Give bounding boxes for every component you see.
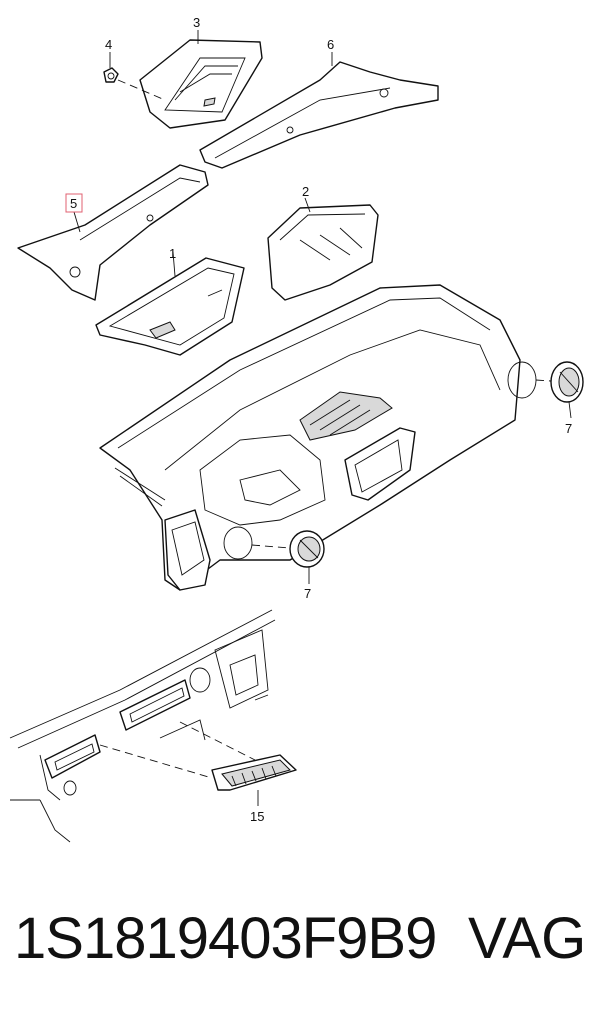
part-5-trim-strip [17,164,209,301]
callout-5-highlight [65,193,83,213]
part-1-center-vent [95,257,245,356]
part-7-round-vent-left [289,530,325,568]
exploded-parts-diagram: 3 4 6 5 2 1 [9,15,584,843]
lower-panel-section [9,609,276,843]
callout-3: 3 [193,15,200,30]
part-2-side-vent [267,204,379,301]
callout-7-right: 7 [565,421,572,436]
part-15-grille-insert [211,754,297,791]
part-6-trim-strip [199,61,439,169]
part-7-round-vent-right [550,361,584,403]
callout-5: 5 [70,196,77,211]
part-number-label: 1S1819403F9B9 [14,906,437,971]
footer: 1S1819403F9B9 VAG [0,905,600,1015]
part-4-clip [103,67,119,83]
callout-4: 4 [105,37,112,52]
callout-7-left: 7 [304,586,311,601]
callout-15: 15 [250,809,264,824]
callout-2: 2 [302,184,309,199]
callout-1: 1 [169,246,176,261]
brand-label: VAG [468,906,587,971]
part-3-vent-housing [139,39,263,129]
dashboard-assembly [99,284,537,591]
callout-6: 6 [327,37,334,52]
